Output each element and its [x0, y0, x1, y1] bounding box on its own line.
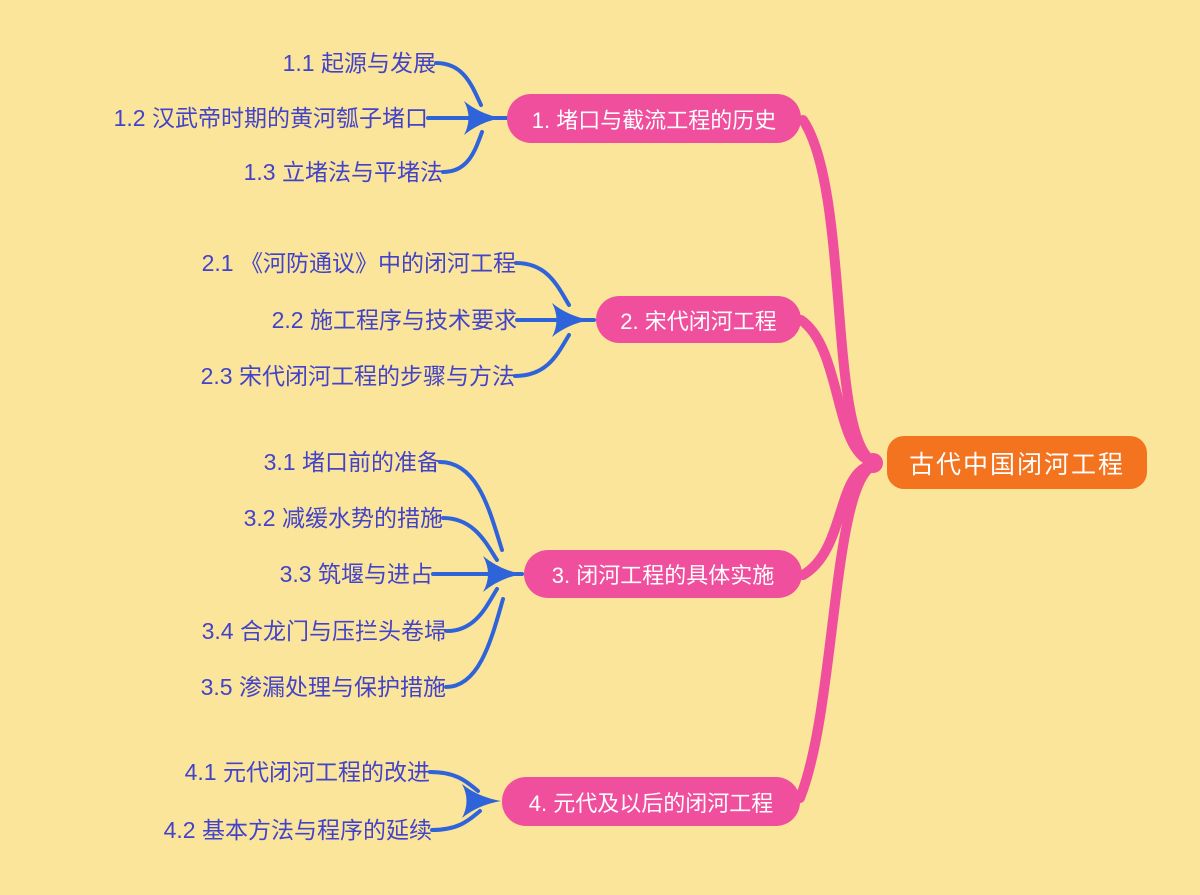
leaf-3-3[interactable]: 3.3 筑堰与进占	[279, 561, 433, 587]
leaf-4-1[interactable]: 4.1 元代闭河工程的改进	[184, 759, 430, 785]
root-anchor-blob	[863, 453, 883, 473]
leaf-4-2[interactable]: 4.2 基本方法与程序的延续	[163, 817, 432, 843]
branch-node-2[interactable]: 2. 宋代闭河工程	[596, 296, 801, 343]
edge-root-branch1	[798, 115, 877, 466]
edge-root-branch4	[795, 461, 877, 803]
edge-branch2-leaf1	[514, 261, 571, 307]
branch3-arrowhead	[483, 556, 522, 592]
edge-branch1-leaf3	[441, 130, 484, 174]
edge-branch3-leaf4	[445, 587, 499, 633]
root-node[interactable]: 古代中国闭河工程	[887, 436, 1147, 489]
leaf-3-2[interactable]: 3.2 减缓水势的措施	[243, 505, 443, 531]
leaf-1-1[interactable]: 1.1 起源与发展	[282, 50, 436, 76]
edge-branch3-leaf2	[441, 516, 499, 562]
branch4-arrowhead	[462, 784, 501, 818]
edge-branch3-leaf5	[444, 597, 505, 689]
edge-root-branch2	[796, 315, 877, 467]
leaf-2-3[interactable]: 2.3 宋代闭河工程的步骤与方法	[200, 363, 515, 389]
edge-branch4-leaf1	[428, 770, 480, 793]
branch-node-1[interactable]: 1. 堵口与截流工程的历史	[507, 94, 801, 143]
leaf-2-1[interactable]: 2.1 《河防通议》中的闭河工程	[201, 250, 516, 276]
edge-branch1-leaf1	[434, 61, 483, 107]
edge-branch2-leaf3	[513, 333, 571, 378]
leaf-2-2[interactable]: 2.2 施工程序与技术要求	[271, 307, 517, 333]
leaf-1-3[interactable]: 1.3 立堵法与平堵法	[243, 159, 443, 185]
branch1-arrowhead	[464, 101, 501, 135]
leaf-3-1[interactable]: 3.1 堵口前的准备	[263, 449, 440, 475]
branch-node-3[interactable]: 3. 闭河工程的具体实施	[524, 550, 802, 598]
branch2-arrowhead	[552, 303, 590, 337]
leaf-1-2[interactable]: 1.2 汉武帝时期的黄河瓠子堵口	[113, 105, 428, 131]
edge-branch3-leaf1	[438, 460, 504, 552]
leaf-3-4[interactable]: 3.4 合龙门与压拦头卷埽	[201, 618, 447, 644]
leaf-3-5[interactable]: 3.5 渗漏处理与保护措施	[200, 674, 446, 700]
branch-node-4[interactable]: 4. 元代及以后的闭河工程	[502, 777, 800, 826]
edge-branch4-leaf2	[430, 809, 482, 832]
